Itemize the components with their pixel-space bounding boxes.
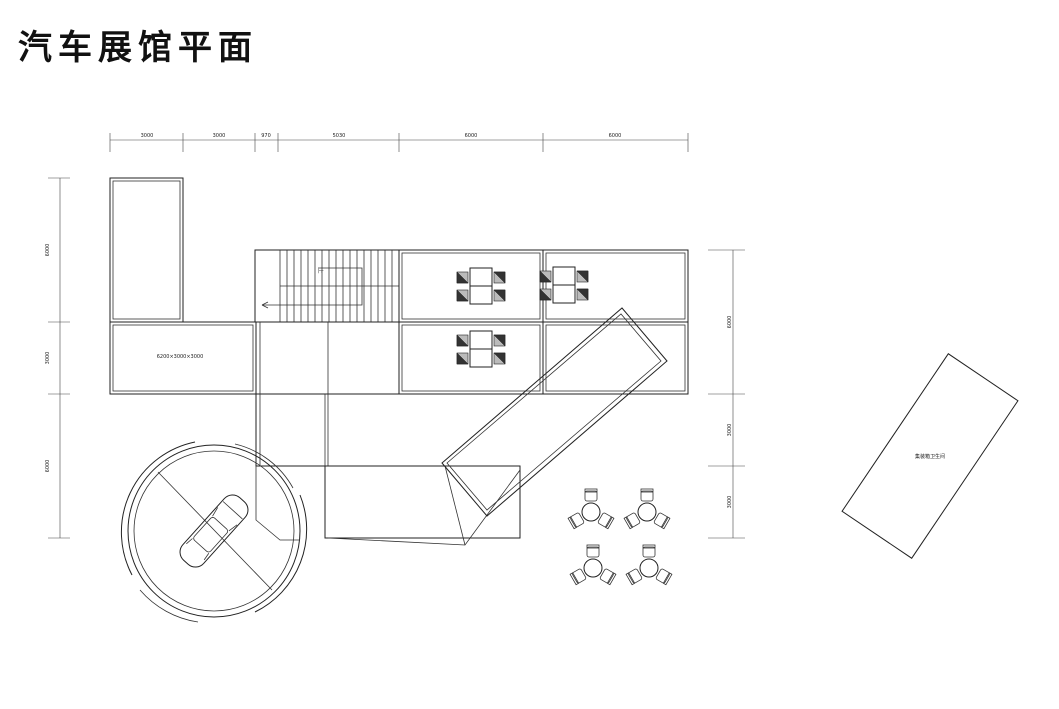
- walkway: [255, 321, 400, 467]
- chair-icon: [655, 568, 673, 586]
- chair-icon: [625, 568, 643, 586]
- chair-icon: [493, 289, 506, 302]
- dim-right-1: 6000: [727, 316, 733, 329]
- dim-top-5: 6000: [465, 133, 478, 139]
- chair-icon: [653, 512, 671, 530]
- restroom-container: 集装箱卫生间: [841, 353, 1019, 559]
- chair-icon: [569, 568, 587, 586]
- chair-icon: [597, 512, 615, 530]
- page-title: 汽车展馆平面: [18, 28, 258, 68]
- stair-up-label: 上: [317, 268, 324, 273]
- chair-icon: [539, 270, 552, 283]
- container-dining-2: [542, 249, 689, 323]
- round-table-4: [625, 544, 673, 586]
- container-horizontal-left: 6200×3000×3000: [109, 321, 257, 395]
- container-dining-4: [542, 321, 689, 395]
- round-table-1: [567, 488, 615, 530]
- car-icon: [179, 494, 249, 568]
- dim-left-2: 3000: [45, 352, 51, 365]
- chair-icon: [642, 544, 656, 558]
- container-size-label: 6200×3000×3000: [157, 354, 204, 360]
- dim-left-1: 6000: [45, 244, 51, 257]
- dim-right-2: 3000: [727, 424, 733, 437]
- dining-set-1: [456, 267, 506, 305]
- restroom-label: 集装箱卫生间: [915, 453, 945, 460]
- container-vertical-left: [109, 177, 184, 323]
- dining-set-3: [456, 330, 506, 368]
- chair-icon: [456, 334, 469, 347]
- chair-icon: [576, 288, 589, 301]
- dim-right-3: 3000: [727, 496, 733, 509]
- dim-top-3: 970: [261, 133, 271, 139]
- dim-top-6: 6000: [609, 133, 622, 139]
- container-bottom: [324, 465, 521, 546]
- chair-icon: [493, 271, 506, 284]
- dim-left-3: 6000: [45, 460, 51, 473]
- chair-icon: [493, 352, 506, 365]
- dimension-left: 6000 3000 6000: [45, 177, 70, 539]
- chair-icon: [584, 488, 598, 502]
- chair-icon: [623, 512, 641, 530]
- chair-icon: [456, 271, 469, 284]
- dimension-right: 6000 3000 3000: [708, 249, 745, 539]
- chair-icon: [586, 544, 600, 558]
- chair-icon: [567, 512, 585, 530]
- chair-icon: [640, 488, 654, 502]
- round-table-3: [569, 544, 617, 586]
- container-dining-3: [398, 321, 544, 395]
- chair-icon: [539, 288, 552, 301]
- container-diagonal: [441, 307, 668, 517]
- stair: 上: [254, 249, 400, 323]
- dimension-top: 3000 3000 970 5030 6000 6000: [109, 133, 689, 152]
- chair-icon: [456, 289, 469, 302]
- chair-icon: [456, 352, 469, 365]
- chair-icon: [493, 334, 506, 347]
- dim-top-2: 3000: [213, 133, 226, 139]
- round-table-2: [623, 488, 671, 530]
- dining-set-2: [539, 266, 589, 304]
- car-turntable: [120, 441, 308, 623]
- dim-top-1: 3000: [141, 133, 154, 139]
- chair-icon: [576, 270, 589, 283]
- dim-top-4: 5030: [333, 133, 346, 139]
- chair-icon: [599, 568, 617, 586]
